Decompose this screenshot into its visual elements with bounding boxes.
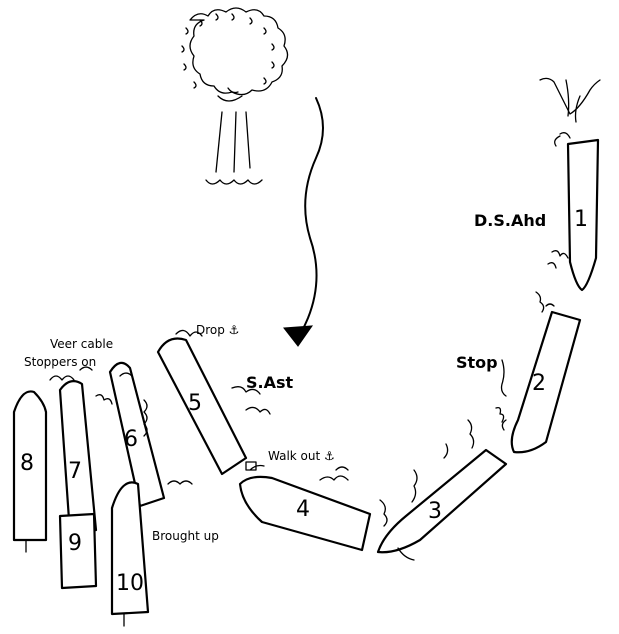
ship-1: 1: [548, 133, 598, 290]
ship-4-number: 4: [296, 497, 310, 522]
label-stop: Stop: [456, 353, 498, 372]
ship-9-number: 9: [68, 531, 82, 556]
ship-4: 4: [240, 467, 387, 550]
ship-1-number: 1: [574, 207, 588, 232]
ship-3: 3: [378, 420, 506, 560]
ship-3-number: 3: [428, 499, 442, 524]
label-stoppers-on: Stoppers on: [24, 355, 96, 369]
ship-8: 8: [14, 391, 46, 552]
label-drop: Drop ⚓: [196, 323, 239, 337]
ship-2-number: 2: [532, 371, 546, 396]
stop-cable: [502, 360, 507, 396]
walk-out-marker: [246, 462, 264, 470]
label-walk-out: Walk out ⚓: [268, 449, 335, 463]
wavy-arrow-icon: [284, 98, 323, 346]
ship-5: 5: [158, 330, 270, 474]
ship-6-number: 6: [124, 427, 138, 452]
label-s-ast: S.Ast: [246, 373, 294, 392]
label-brought-up: Brought up: [152, 529, 219, 543]
ship-10-number: 10: [116, 571, 144, 596]
ship-2: 2: [496, 292, 580, 452]
label-ds-ahd: D.S.Ahd: [474, 211, 546, 230]
ship-9: 9: [60, 514, 96, 588]
ship-8-number: 8: [20, 451, 34, 476]
ship-7-number: 7: [68, 459, 82, 484]
ship-7: 7: [60, 381, 96, 534]
shore-icon: [540, 78, 600, 122]
tree-icon: [182, 8, 288, 184]
ship-5-number: 5: [188, 391, 202, 416]
label-veer-cable: Veer cable: [50, 337, 113, 351]
